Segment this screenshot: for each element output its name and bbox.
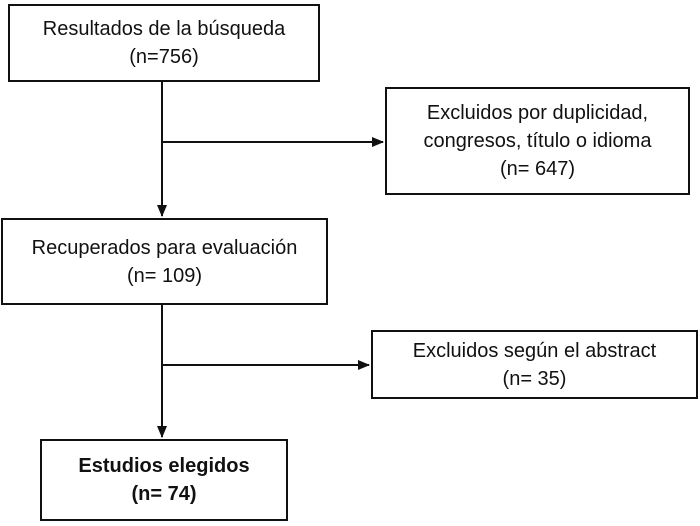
- selected-studies-box: Estudios elegidos (n= 74): [40, 439, 288, 521]
- search-results-count: (n=756): [129, 46, 199, 68]
- retrieved-title: Recuperados para evaluación: [31, 236, 298, 259]
- excluded-duplicates-box: Excluidos por duplicidad, congresos, tít…: [385, 87, 690, 195]
- excluded-duplicates-line2: congresos, título o idioma: [423, 130, 652, 152]
- selected-studies-count: (n= 74): [131, 483, 197, 505]
- search-results-title: Resultados de la búsqueda: [42, 18, 286, 40]
- retrieved-count: (n= 109): [126, 264, 203, 287]
- excluded-duplicates-count: (n= 647): [499, 158, 576, 180]
- excluded-abstract-count: (n= 35): [502, 367, 567, 390]
- excluded-duplicates-line1: Excluidos por duplicidad,: [426, 102, 649, 124]
- search-results-box: Resultados de la búsqueda (n=756): [8, 4, 320, 82]
- excluded-abstract-title: Excluidos según el abstract: [412, 339, 657, 362]
- excluded-abstract-box: Excluidos según el abstract (n= 35): [371, 330, 698, 399]
- retrieved-box: Recuperados para evaluación (n= 109): [1, 218, 328, 305]
- selected-studies-title: Estudios elegidos: [78, 455, 250, 477]
